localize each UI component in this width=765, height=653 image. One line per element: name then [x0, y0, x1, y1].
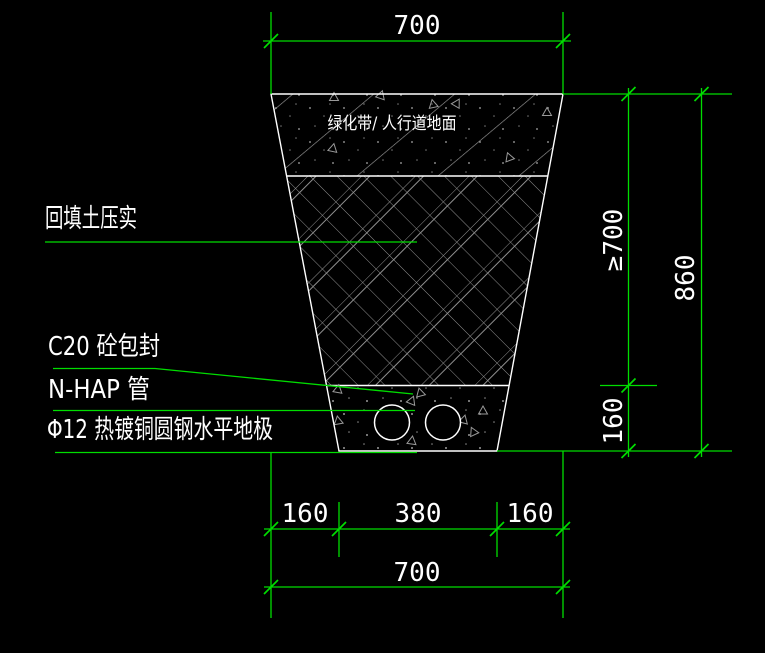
aggregate-triangles [326, 89, 553, 446]
dimensions-right: ≥700 160 860 [497, 86, 732, 459]
label-backfill: 回填土压实 [45, 204, 137, 234]
dimensions-bottom: 160 380 160 700 [263, 451, 571, 618]
dim-bottom-middle-text: 380 [395, 499, 442, 529]
dim-top-width-text: 700 [394, 11, 441, 41]
dim-right-lower-depth-text: 160 [599, 398, 629, 445]
dim-bottom-left-text: 160 [282, 499, 329, 529]
dim-bottom-total-text: 700 [394, 558, 441, 588]
pipe-circle-right [424, 404, 462, 441]
leader-lines [45, 241, 417, 454]
dim-bottom-right-text: 160 [507, 499, 554, 529]
concrete-encasement-hatch [271, 385, 563, 451]
label-surface: 绿化带/ 人行道地面 [328, 114, 457, 134]
leader-concrete [53, 367, 414, 395]
backfill-hatch [271, 176, 563, 386]
surface-layer-hatch [271, 94, 563, 176]
dimension-top-width: 700 [263, 11, 571, 94]
dim-right-total-depth-text: 860 [671, 255, 701, 302]
dim-right-upper-depth-text: ≥700 [599, 209, 629, 272]
pipe-circle-left [373, 404, 411, 441]
label-pipe: N-HAP 管 [48, 375, 150, 405]
label-electrode: Φ12 热镀铜圆钢水平地极 [47, 415, 273, 445]
trench-body [270, 89, 564, 452]
annotation-labels: 绿化带/ 人行道地面 回填土压实 C20 砼包封 N-HAP 管 Φ12 热镀铜… [45, 114, 457, 445]
label-concrete: C20 砼包封 [48, 332, 160, 362]
